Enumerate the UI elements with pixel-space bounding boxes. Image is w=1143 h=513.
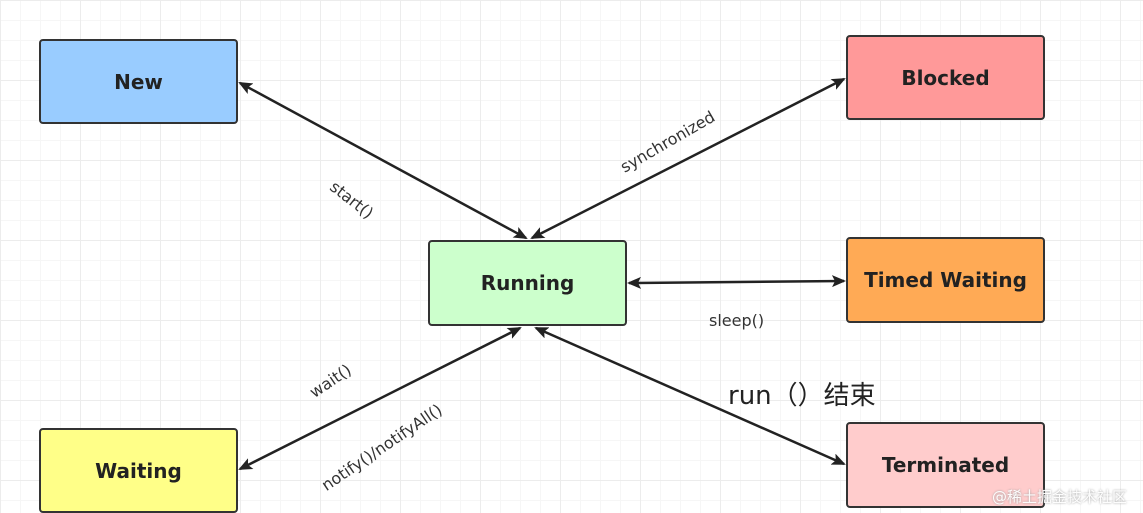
arrow-running-waiting bbox=[238, 326, 522, 471]
arrow-running-timed-waiting bbox=[627, 275, 846, 289]
state-blocked: Blocked bbox=[846, 35, 1045, 120]
edge-label-run-end: run（）结束 bbox=[728, 381, 876, 411]
edge-label-sleep: sleep() bbox=[709, 311, 765, 330]
state-new: New bbox=[39, 39, 238, 124]
state-terminated: Terminated bbox=[846, 422, 1045, 508]
arrow-running-terminated bbox=[534, 326, 846, 466]
state-running: Running bbox=[428, 240, 627, 326]
arrow-running-blocked bbox=[530, 77, 846, 240]
state-waiting: Waiting bbox=[39, 428, 238, 513]
state-timed-waiting: Timed Waiting bbox=[846, 237, 1045, 323]
watermark: @稀土掘金技术社区 bbox=[991, 488, 1127, 506]
arrow-new-running bbox=[238, 81, 528, 240]
